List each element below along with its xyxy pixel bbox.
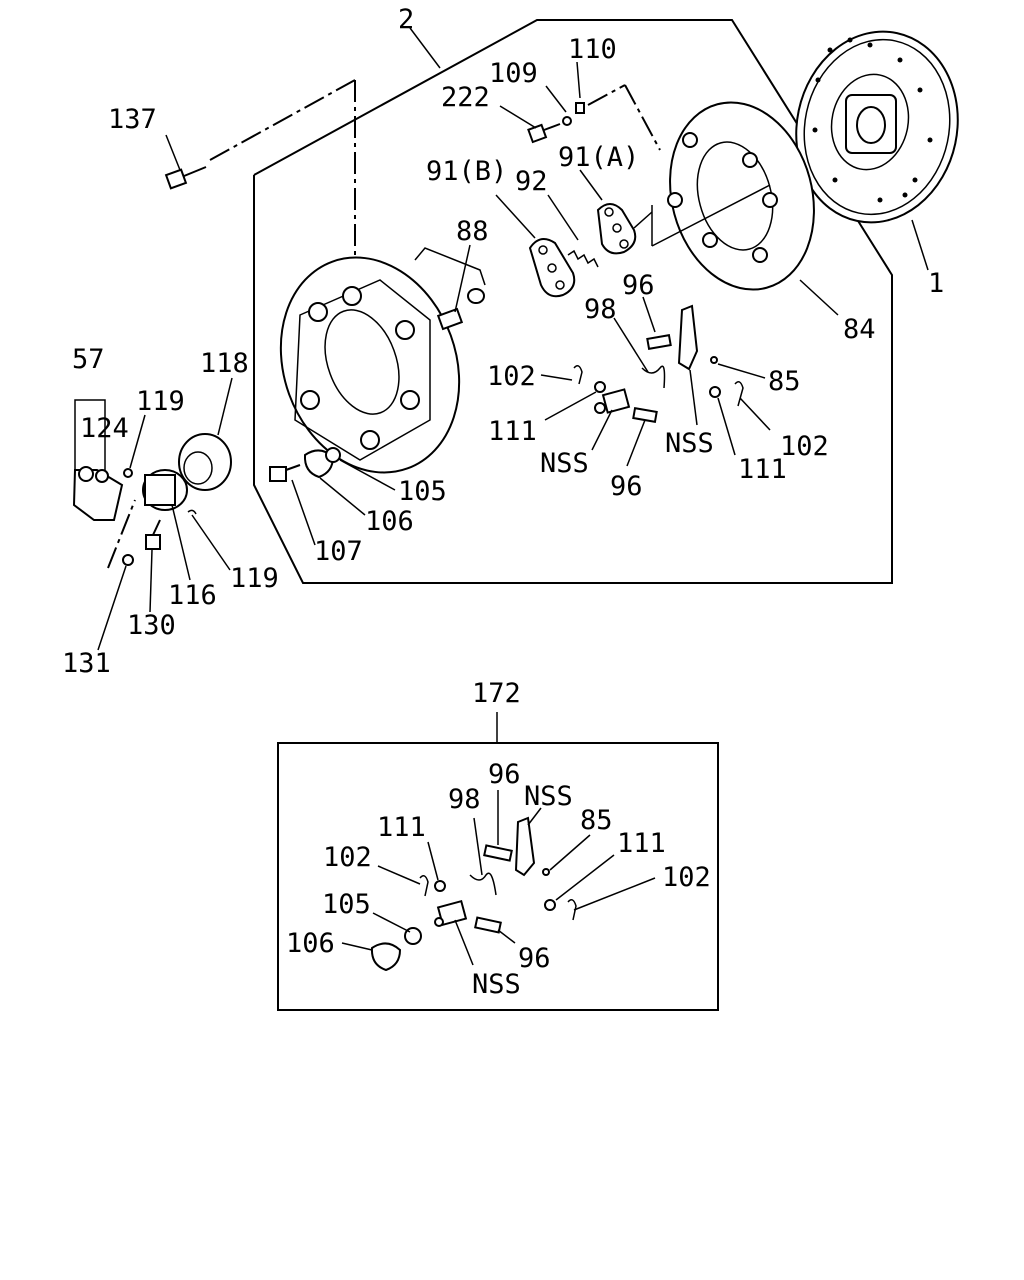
label-98-inset: 98 [448, 784, 481, 815]
lever-nss-part [677, 304, 699, 371]
label-96-top: 96 [622, 270, 655, 301]
inset-leader-lines [341, 790, 656, 966]
label-85-inset: 85 [580, 805, 613, 836]
clutch-cover-part [279, 256, 461, 474]
label-105-inset: 105 [322, 889, 371, 920]
cotter-102b-part [734, 381, 744, 407]
label-111-right: 111 [738, 454, 787, 485]
strap-91a-part [596, 203, 637, 255]
label-130: 130 [127, 610, 176, 641]
label-88: 88 [456, 216, 489, 247]
label-131: 131 [62, 648, 111, 679]
label-nss-inset-top: NSS [524, 781, 573, 812]
label-92: 92 [515, 166, 548, 197]
label-85-main: 85 [768, 366, 801, 397]
eye-bolt-nss-part [594, 388, 631, 414]
washer-111b-part [709, 386, 721, 398]
label-107: 107 [314, 536, 363, 567]
bolt-222-part [527, 102, 585, 144]
label-2: 2 [398, 4, 414, 35]
nut-105a-part [325, 447, 341, 463]
label-102-left: 102 [487, 361, 536, 392]
washer-131-part [122, 554, 134, 566]
label-96-bottom: 96 [610, 471, 643, 502]
washer-111a-part [594, 381, 606, 393]
label-110: 110 [568, 34, 617, 65]
pressure-plate-part [651, 101, 815, 291]
spring-98-part [641, 365, 666, 389]
label-nss-left: NSS [540, 448, 589, 479]
cotter-102a-part [573, 365, 583, 385]
clip-119a-part [123, 468, 133, 478]
label-105-main: 105 [398, 476, 447, 507]
bearing-118-part [178, 433, 232, 491]
label-222: 222 [441, 82, 490, 113]
label-106-inset: 106 [286, 928, 335, 959]
washer-88-part [436, 288, 485, 331]
leader-110-dashed [587, 84, 626, 106]
bracket-57 [74, 399, 106, 470]
label-57: 57 [72, 344, 105, 375]
inset-parts [370, 816, 577, 972]
label-102-inset-right: 102 [662, 862, 711, 893]
label-1: 1 [928, 268, 944, 299]
leader-131-dashed [107, 499, 136, 569]
bolt-137-part [164, 166, 207, 190]
label-124: 124 [80, 413, 129, 444]
label-106-main: 106 [365, 506, 414, 537]
leader-137-dashed [209, 79, 356, 161]
label-111-inset-right: 111 [617, 828, 666, 859]
label-102-inset-left: 102 [323, 842, 372, 873]
label-91a: 91(A) [558, 142, 639, 173]
label-nss-right: NSS [665, 428, 714, 459]
leader-lines [97, 27, 929, 651]
label-172: 172 [472, 678, 521, 709]
label-119-top: 119 [136, 386, 185, 417]
clutch-disc-part [795, 30, 959, 224]
label-96-inset-top: 96 [488, 759, 521, 790]
bolt-130-part [145, 519, 161, 550]
group-2-outline [253, 19, 893, 584]
pin-96-part [646, 334, 672, 350]
label-111-left: 111 [488, 416, 537, 447]
label-111-inset-left: 111 [377, 812, 426, 843]
leader-110-dashed-2 [624, 84, 661, 151]
spring-92-part [567, 249, 599, 268]
label-102-right: 102 [780, 431, 829, 462]
bolt-107-part [269, 464, 301, 482]
label-84: 84 [843, 314, 876, 345]
label-98-main: 98 [584, 294, 617, 325]
label-nss-inset-bottom: NSS [472, 969, 521, 1000]
bracket-88 [414, 247, 486, 286]
label-109: 109 [489, 58, 538, 89]
label-119-bottom: 119 [230, 563, 279, 594]
strap-91b-part [528, 238, 576, 298]
callout-labels: 2 110 109 222 137 91(B) 92 91(A) 88 1 84… [62, 4, 944, 1000]
label-118: 118 [200, 348, 249, 379]
inset-172-box [277, 742, 719, 1011]
label-116: 116 [168, 580, 217, 611]
pin-96b-part [632, 407, 658, 423]
clip-119b-part [187, 509, 197, 515]
sleeve-116-part [142, 469, 188, 511]
release-fork-57-part [72, 466, 124, 521]
connector-91a [633, 211, 653, 229]
label-91b: 91(B) [426, 156, 507, 187]
ball-85-part [710, 356, 718, 364]
label-96-inset-bottom: 96 [518, 943, 551, 974]
label-137: 137 [108, 104, 157, 135]
